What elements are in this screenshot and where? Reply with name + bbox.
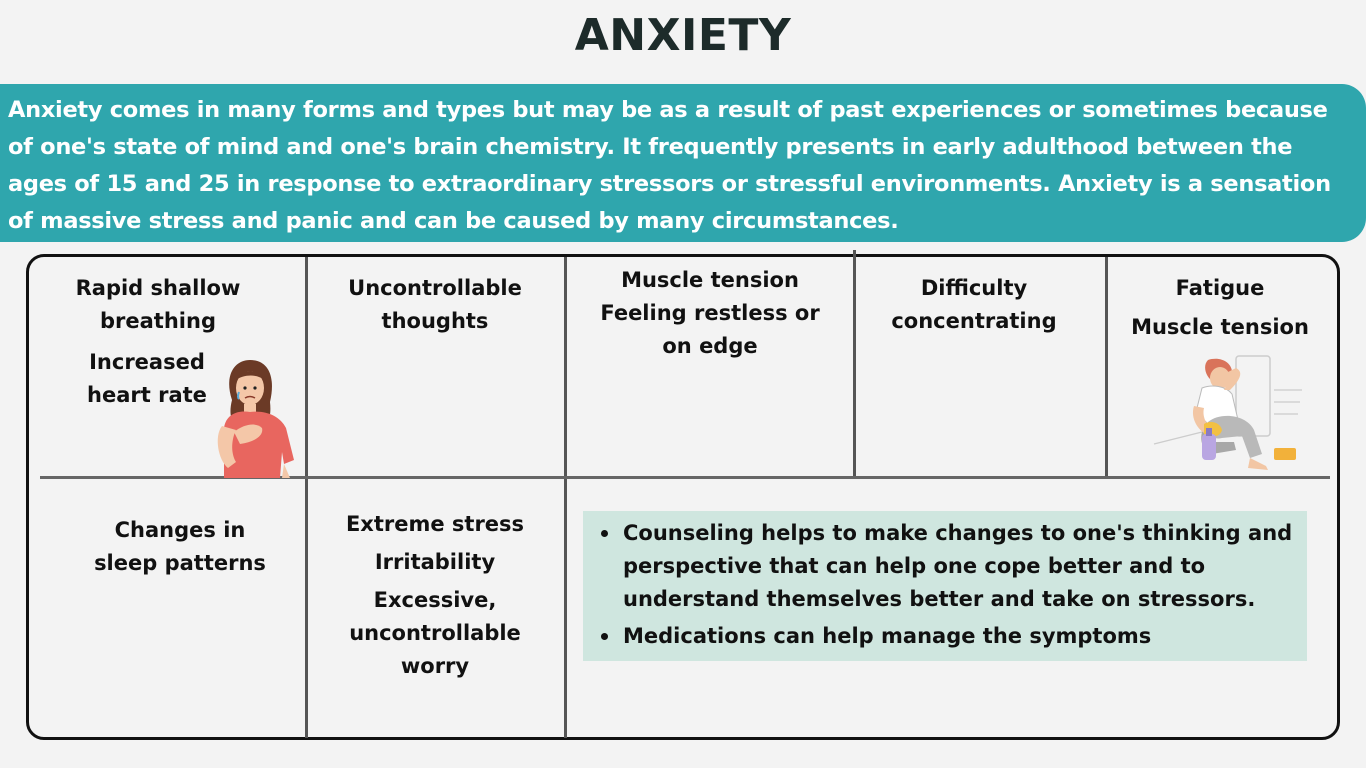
symptom-text: Fatigue	[1175, 276, 1265, 300]
symptom-cell-heart-rate: Increased heart rate	[64, 346, 230, 412]
symptom-text: on edge	[662, 334, 758, 358]
symptom-text: Extreme stress	[345, 512, 525, 536]
symptom-text: concentrating	[891, 309, 1057, 333]
symptom-text: uncontrollable	[349, 621, 521, 645]
symptom-grid	[26, 254, 1340, 740]
symptom-text: breathing	[100, 309, 216, 333]
grid-divider	[305, 257, 308, 738]
intro-text: Anxiety comes in many forms and types bu…	[0, 84, 1366, 242]
symptom-text: Muscle tension	[621, 268, 799, 292]
symptom-text: Uncontrollable	[348, 276, 522, 300]
symptom-text: sleep patterns	[94, 551, 266, 575]
symptom-cell-thoughts: Uncontrollable thoughts	[310, 272, 560, 338]
grid-divider	[1105, 257, 1108, 478]
symptom-cell-breathing: Rapid shallow breathing	[40, 272, 276, 338]
symptom-text: thoughts	[381, 309, 489, 333]
symptom-text: heart rate	[87, 383, 207, 407]
symptom-text: Rapid shallow	[75, 276, 241, 300]
symptom-text: Feeling restless or	[600, 301, 820, 325]
symptom-text: Changes in	[114, 518, 246, 542]
grid-divider	[40, 476, 1330, 479]
treatment-list: Counseling helps to make changes to one'…	[601, 517, 1297, 653]
symptom-text: Muscle tension	[1131, 315, 1309, 339]
page-title: ANXIETY	[574, 10, 792, 61]
symptom-text: Increased	[89, 350, 205, 374]
tired-person-icon	[1153, 355, 1302, 470]
treatment-box: Counseling helps to make changes to one'…	[583, 511, 1307, 661]
treatment-item-medications: Medications can help manage the symptoms	[601, 620, 1297, 653]
symptom-text: worry	[400, 654, 470, 678]
treatment-item-counseling: Counseling helps to make changes to one'…	[601, 517, 1297, 616]
symptom-cell-fatigue: Fatigue Muscle tension	[1110, 272, 1330, 344]
symptom-text: Irritability	[374, 550, 496, 574]
grid-divider	[853, 250, 856, 478]
anxious-woman-icon	[217, 360, 294, 478]
symptom-text: Difficulty	[920, 276, 1028, 300]
symptom-cell-concentrating: Difficulty concentrating	[858, 272, 1090, 338]
grid-divider	[564, 257, 567, 738]
symptom-cell-sleep: Changes in sleep patterns	[60, 514, 300, 580]
symptom-cell-muscle: Muscle tension Feeling restless or on ed…	[570, 264, 850, 363]
symptom-cell-stress: Extreme stress Irritability Excessive, u…	[310, 508, 560, 683]
symptom-text: Excessive,	[373, 588, 497, 612]
